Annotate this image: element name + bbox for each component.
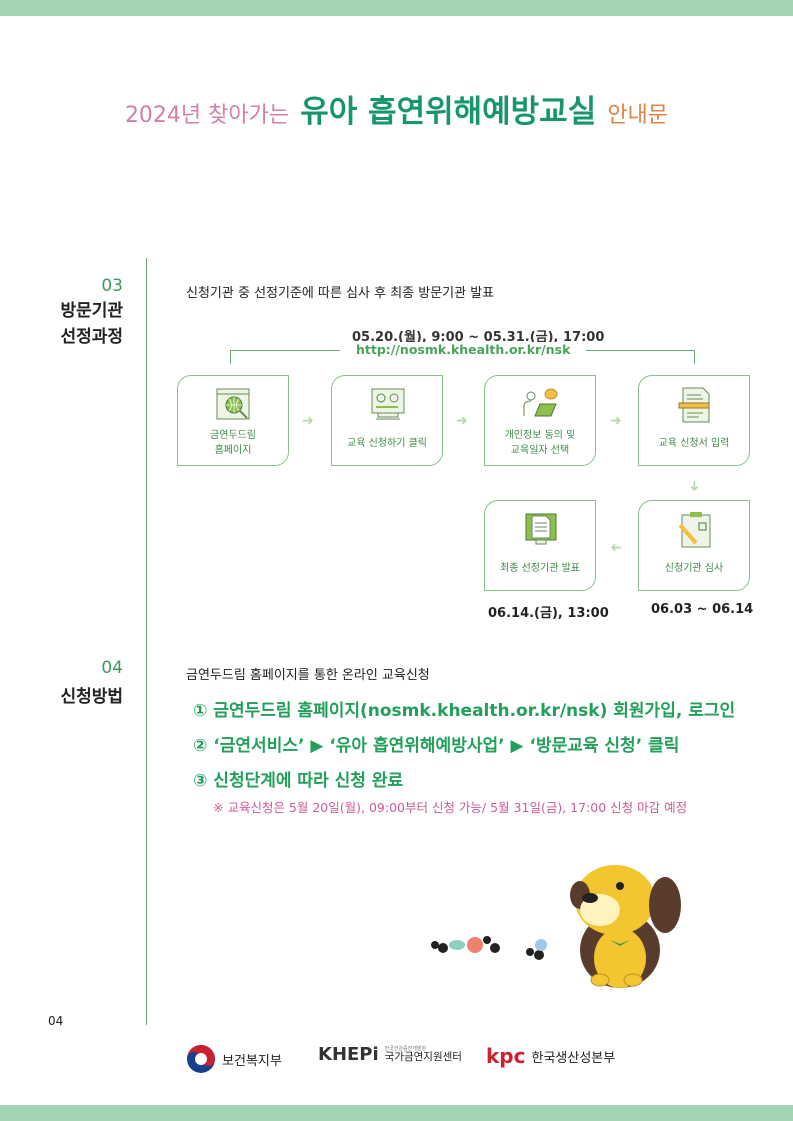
taegeuk-icon (187, 1045, 215, 1073)
page-number: 04 (48, 1014, 64, 1028)
section-divider (146, 258, 147, 1025)
logo-kpc: kpc 한국생산성본부 (486, 1044, 615, 1068)
title-year: 2024년 찾아가는 (124, 103, 290, 128)
section-title-line: 방문기관 (60, 301, 123, 321)
step-label: 최종 선정기관 발표 (500, 563, 580, 574)
announcement-date: 06.14.(금), 13:00 (488, 606, 609, 621)
step-announcement: 최종 선정기관 발표 (484, 500, 596, 591)
step-form-input: 교육 신청서 입력 (638, 375, 750, 466)
person-laptop-icon (523, 388, 558, 417)
step-label: 교육 신청서 입력 (658, 438, 730, 449)
step-apply-click: 교육 신청하기 클릭 (331, 375, 443, 466)
arrow-right-icon: ➜ (610, 413, 622, 429)
title-main: 유아 흡연위해예방교실 (300, 94, 597, 130)
arrow-down-icon: ➜ (685, 480, 702, 492)
step-review: 신청기관 심사 (638, 500, 750, 591)
homepage-link[interactable]: http://nosmk.khealth.or.kr/nsk (340, 342, 587, 357)
deadline-note: ※ 교육신청은 5월 20일(월), 09:00부터 신청 가능/ 5월 31일… (213, 800, 688, 815)
review-period: 06.03 ~ 06.14 (651, 602, 754, 617)
khepi-mark: KHEPi (318, 1044, 379, 1065)
arrow-right-icon: ➜ (456, 413, 468, 429)
section-number: 03 (101, 276, 123, 296)
top-bar (0, 0, 793, 16)
step-instruction: ③ 신청단계에 따라 신청 완료 (193, 771, 404, 791)
step-label-line: 개인정보 동의 및 (504, 430, 576, 441)
kpc-mark: kpc (486, 1044, 526, 1068)
monitor-document-icon (525, 513, 557, 545)
monitor-check-icon (371, 388, 405, 420)
step-label-line: 교육일자 선택 (510, 445, 570, 456)
logo-text: 한국생산성본부 (531, 1050, 616, 1066)
document-pencil-icon (678, 387, 710, 423)
title-suffix: 안내문 (607, 103, 669, 128)
bottom-bar (0, 1105, 793, 1121)
arrow-right-icon: ➜ (302, 413, 314, 429)
step-label: 교육 신청하기 클릭 (347, 438, 427, 449)
ant-icon (526, 939, 547, 960)
step-instruction: ② ‘금연서비스’ ▶ ‘유아 흡연위해예방사업’ ▶ ‘방문교육 신청’ 클릭 (193, 736, 680, 756)
globe-search-icon (216, 388, 250, 420)
logo-subtext: 한국건강증진개발원 (384, 1045, 427, 1052)
section-title-line: 선정과정 (60, 327, 123, 347)
section-number: 04 (101, 658, 123, 678)
logo-text: 국가금연지원센터 (384, 1050, 462, 1063)
step-label: 신청기관 심사 (664, 563, 724, 574)
page-title: 2024년 찾아가는 유아 흡연위해예방교실 안내문 (0, 86, 793, 131)
ant-icon (431, 940, 465, 953)
logo-text: 보건복지부 (222, 1053, 282, 1069)
clipboard-check-icon (678, 512, 711, 548)
section-intro: 금연두드림 홈페이지를 통한 온라인 교육신청 (186, 668, 430, 683)
step-label-line: 홈페이지 (214, 445, 252, 456)
logo-ministry-of-health: 보건복지부 (186, 1044, 282, 1074)
arrow-left-icon: ➜ (610, 540, 622, 556)
step-instruction: ① 금연두드림 홈페이지(nosmk.khealth.or.kr/nsk) 회원… (193, 701, 736, 721)
section-intro: 신청기관 중 선정기준에 따른 심사 후 최종 방문기관 발표 (186, 286, 495, 301)
section-title: 신청방법 (60, 687, 123, 707)
dog-mascot-illustration (431, 865, 681, 988)
application-period: 05.20.(월), 9:00 ~ 05.31.(금), 17:00 (352, 330, 605, 345)
step-label-line: 금연두드림 (210, 430, 256, 441)
ant-icon (467, 936, 500, 953)
